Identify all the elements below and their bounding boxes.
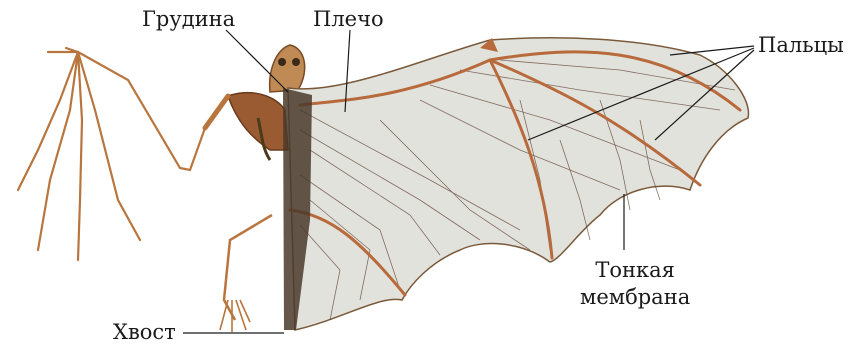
label-membrane-line1: Тонкая [580, 257, 690, 284]
label-membrane: Тонкая мембрана [580, 257, 690, 312]
label-sternum: Грудина [142, 9, 235, 30]
label-shoulder: Плечо [313, 9, 384, 30]
label-fingers: Пальцы [758, 35, 844, 56]
label-membrane-line2: мембрана [580, 284, 690, 311]
skeleton-left-wing [18, 48, 205, 260]
label-tail: Хвост [113, 322, 176, 343]
